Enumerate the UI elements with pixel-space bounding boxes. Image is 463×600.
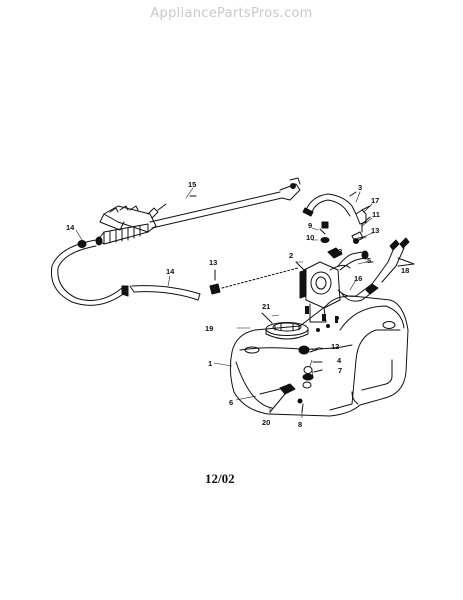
watermark: AppliancePartsPros.com	[150, 6, 313, 21]
drain-assembly	[259, 383, 304, 413]
callout-18: 18	[401, 266, 410, 275]
callout-20: 20	[262, 418, 271, 427]
callout-21: 21	[262, 302, 271, 311]
callout-4: 4	[337, 356, 342, 365]
callout-16: 16	[354, 274, 363, 283]
callout-14-hose: 14	[66, 223, 75, 232]
callout-13-pump: 13	[334, 247, 343, 256]
pump-wire	[337, 275, 379, 302]
fill-cap	[261, 312, 309, 340]
pump	[295, 261, 351, 323]
callout-7: 7	[338, 366, 343, 375]
spray-wand	[99, 177, 301, 233]
hose-elbow	[337, 205, 374, 271]
supply-hose	[302, 191, 357, 217]
hardware	[319, 221, 343, 259]
hose-fitting	[209, 267, 299, 295]
long-hose	[50, 239, 129, 306]
callout-3: 3	[358, 183, 363, 192]
callout-13-hose: 13	[209, 258, 218, 267]
callout-12: 12	[331, 342, 340, 351]
leader-lines	[75, 187, 374, 419]
hose-section	[129, 285, 201, 301]
callout-1: 1	[208, 359, 213, 368]
callout-8: 8	[298, 420, 303, 429]
callout-6: 6	[229, 398, 234, 407]
callout-5: 5	[367, 256, 372, 265]
wire-harness	[365, 237, 415, 295]
callout-2: 2	[289, 251, 294, 260]
callout-10: 10	[306, 233, 315, 242]
callout-11: 11	[372, 210, 380, 219]
tank	[229, 295, 409, 417]
callout-9: 9	[308, 221, 313, 230]
hose-grip	[95, 223, 149, 246]
callout-13-upper: 13	[371, 226, 380, 235]
callout-17: 17	[371, 196, 380, 205]
mount-bolts	[305, 306, 339, 332]
callout-19: 19	[205, 324, 214, 333]
callout-15: 15	[188, 180, 197, 189]
revision-date: 12/02	[205, 471, 235, 486]
callout-14-section: 14	[166, 267, 175, 276]
tank-fitting	[298, 345, 323, 389]
